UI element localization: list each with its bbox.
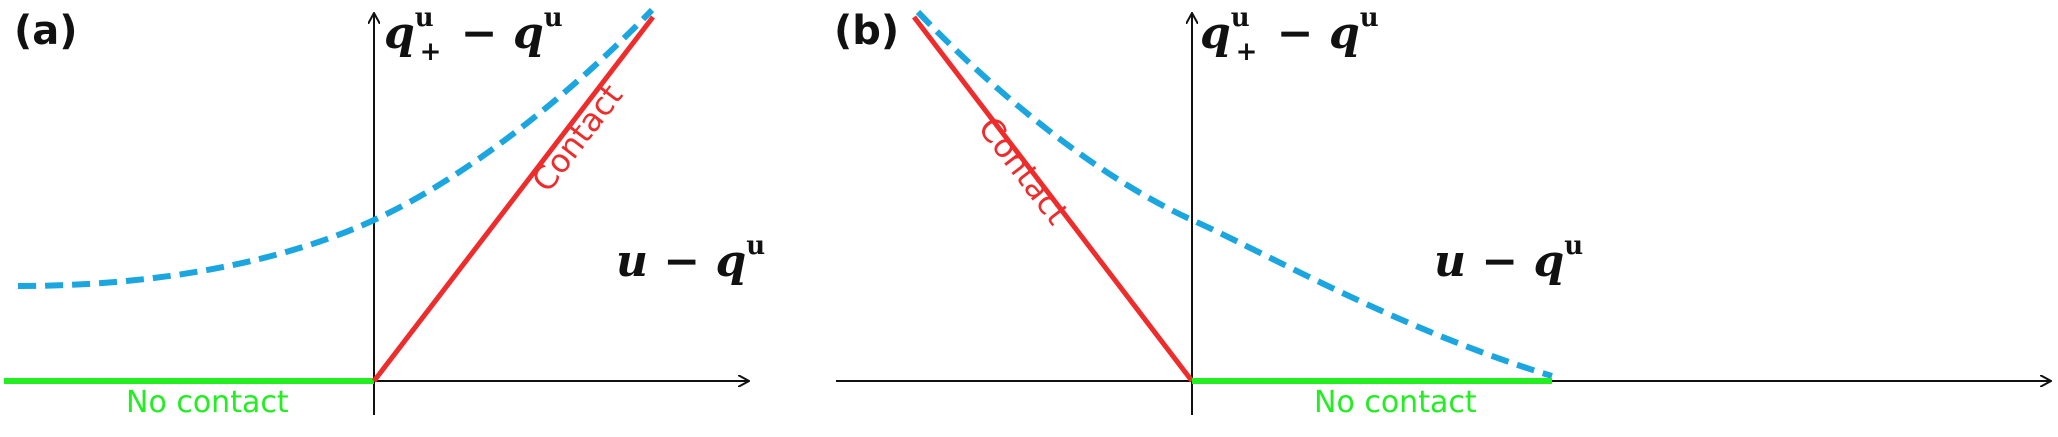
panel-a-y-axis-label: qu+ − qu (384, 3, 563, 67)
panel-a-dashed-curve (17, 7, 655, 289)
panel-a-no-contact-label: No contact (126, 385, 289, 420)
panel-b-label: (b) (834, 8, 899, 54)
panel-a-label: (a) (14, 8, 78, 54)
panel-b-no-contact-label: No contact (1314, 385, 1477, 420)
panel-b-y-axis-label: qu+ − qu (1200, 3, 1379, 67)
panel-a-contact-label: Contact (524, 77, 630, 199)
panel-b-contact-line (912, 15, 1194, 383)
panel-b-dashed-curve (915, 9, 1553, 379)
panel-b: (b) Contact No contact qu+ − qu u − qu (834, 3, 2050, 420)
panel-b-contact-label: Contact (971, 110, 1077, 232)
panel-a: (a) Contact No contact qu+ − qu u − qu (4, 3, 765, 420)
panel-a-contact-line (372, 15, 655, 383)
panel-b-x-axis-label: u − qu (1434, 231, 1583, 287)
panel-a-x-axis-label: u − qu (616, 231, 765, 287)
